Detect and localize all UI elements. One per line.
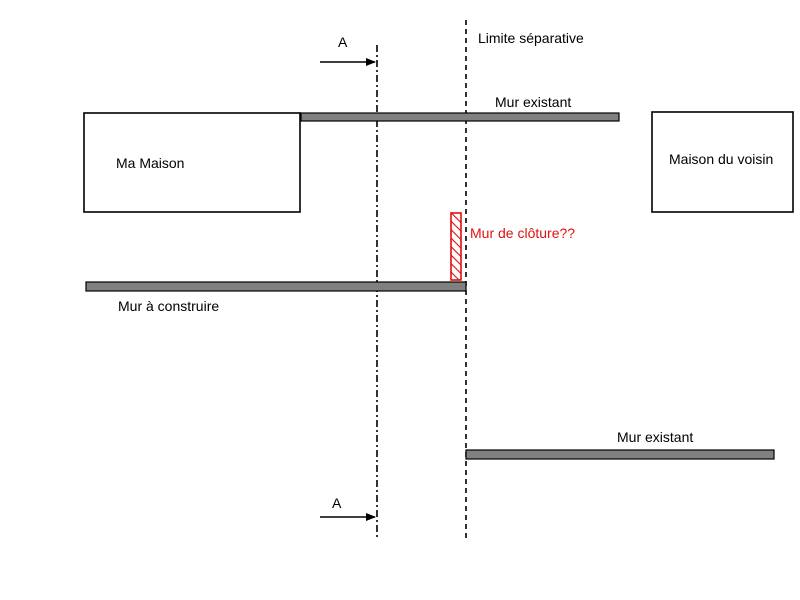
property-boundary-label: Limite séparative — [478, 30, 584, 46]
neighbor-house-label: Maison du voisin — [669, 151, 773, 167]
wall-to-build — [85, 281, 467, 292]
fence-wall-label: Mur de clôture?? — [470, 225, 575, 241]
fence-wall-hatched — [450, 212, 462, 281]
neighbor-house — [651, 111, 794, 213]
section-label-a-bottom: A — [332, 495, 342, 511]
existing-wall-top-label: Mur existant — [495, 94, 571, 110]
existing-wall-bottom-label: Mur existant — [617, 429, 693, 445]
my-house-label: Ma Maison — [116, 155, 184, 171]
existing-wall-top — [300, 112, 620, 122]
section-label-a-top: A — [338, 34, 348, 50]
my-house — [83, 112, 301, 213]
existing-wall-bottom — [465, 449, 775, 460]
wall-to-build-label: Mur à construire — [118, 298, 219, 314]
